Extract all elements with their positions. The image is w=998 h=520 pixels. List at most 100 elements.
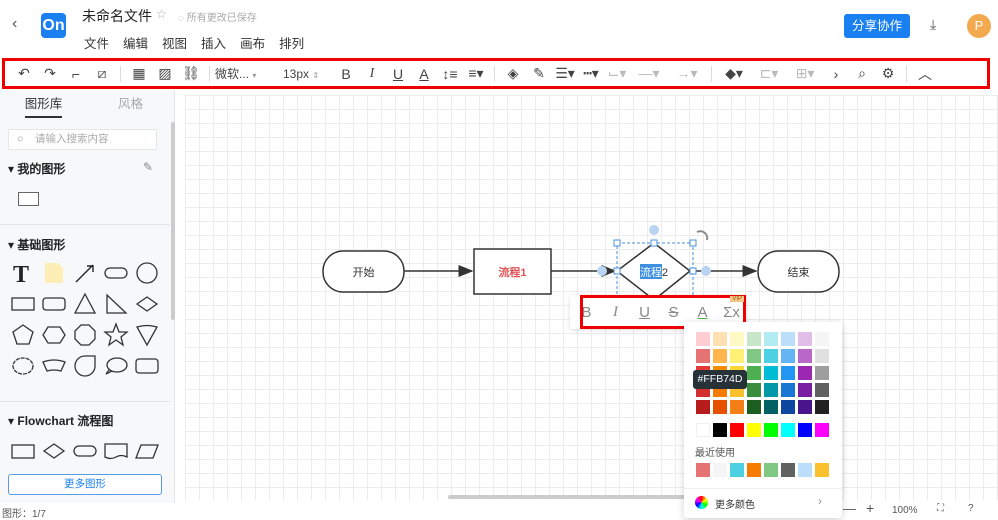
- color-swatch[interactable]: [730, 349, 744, 363]
- color-swatch[interactable]: [781, 400, 795, 414]
- shape-cloud[interactable]: [8, 351, 38, 381]
- color-swatch[interactable]: [815, 366, 829, 380]
- process-box[interactable]: [473, 248, 552, 295]
- line-color-icon[interactable]: ✎: [533, 65, 545, 81]
- font-family-select[interactable]: 微软... ▾: [215, 67, 257, 81]
- shape-card[interactable]: [132, 351, 162, 381]
- color-swatch[interactable]: [730, 423, 744, 437]
- menu-file[interactable]: 文件: [84, 37, 110, 51]
- color-swatch[interactable]: [764, 349, 778, 363]
- shape-diamond[interactable]: [132, 289, 162, 319]
- menu-edit[interactable]: 编辑: [123, 37, 149, 51]
- bold-icon[interactable]: B: [581, 303, 592, 321]
- edit-icon[interactable]: ✎: [143, 160, 154, 174]
- shape-star[interactable]: [101, 320, 131, 350]
- color-swatch[interactable]: [730, 332, 744, 346]
- undo-icon[interactable]: ↶: [18, 65, 30, 81]
- shape-data[interactable]: [132, 436, 162, 466]
- distribute-icon[interactable]: ⊞▾: [795, 65, 815, 81]
- shape-note[interactable]: [39, 258, 69, 288]
- color-swatch[interactable]: [764, 463, 778, 477]
- color-swatch[interactable]: [730, 463, 744, 477]
- color-swatch[interactable]: [764, 332, 778, 346]
- share-button[interactable]: 分享协作: [844, 14, 910, 38]
- align-shapes-icon[interactable]: ⊏▾: [759, 65, 779, 81]
- color-swatch[interactable]: [798, 366, 812, 380]
- color-swatch[interactable]: [798, 463, 812, 477]
- align-icon[interactable]: ≡▾: [468, 65, 484, 81]
- image-icon[interactable]: ▨: [158, 65, 172, 81]
- shape-banner[interactable]: [39, 351, 69, 381]
- shape-speech[interactable]: [101, 351, 131, 381]
- rotate-icon[interactable]: [696, 230, 709, 241]
- shape-inverted-triangle[interactable]: [132, 320, 162, 350]
- font-color-icon[interactable]: A: [697, 303, 708, 321]
- italic-icon[interactable]: I: [613, 303, 618, 320]
- line-height-icon[interactable]: ↕≡: [442, 65, 458, 82]
- menu-arrange[interactable]: 排列: [279, 37, 305, 51]
- grid-icon[interactable]: ▦: [132, 65, 146, 81]
- bold-icon[interactable]: B: [341, 65, 351, 82]
- color-swatch[interactable]: [764, 366, 778, 380]
- help-icon[interactable]: ?: [968, 503, 974, 514]
- line-type-icon[interactable]: —▾: [638, 65, 660, 81]
- color-swatch[interactable]: [781, 366, 795, 380]
- color-swatch[interactable]: [696, 400, 710, 414]
- star-icon[interactable]: ☆: [156, 7, 167, 21]
- color-swatch[interactable]: [798, 349, 812, 363]
- italic-icon[interactable]: I: [369, 65, 375, 81]
- find-icon[interactable]: ⌕: [858, 65, 866, 81]
- color-swatch[interactable]: [781, 332, 795, 346]
- add-handle-right[interactable]: [701, 266, 711, 276]
- color-swatch[interactable]: [781, 423, 795, 437]
- line-width-icon[interactable]: ☰▾: [555, 65, 575, 81]
- color-swatch[interactable]: [713, 463, 727, 477]
- shape-right-triangle[interactable]: [101, 289, 131, 319]
- color-swatch[interactable]: [696, 423, 710, 437]
- color-swatch[interactable]: [747, 400, 761, 414]
- start-terminator[interactable]: [322, 250, 405, 293]
- fill-icon[interactable]: ◈: [507, 65, 519, 81]
- shape-terminator[interactable]: [70, 436, 100, 466]
- color-swatch[interactable]: [781, 463, 795, 477]
- more-colors-button[interactable]: 更多颜色: [715, 500, 755, 511]
- zoom-in-icon[interactable]: +: [866, 500, 875, 516]
- shape-arrow[interactable]: [70, 258, 100, 288]
- shape-octagon[interactable]: [70, 320, 100, 350]
- link-icon[interactable]: ⛓: [182, 65, 200, 81]
- font-size-select[interactable]: 13px ⇕: [283, 66, 320, 81]
- shape-hexagon[interactable]: [39, 320, 69, 350]
- shape-process[interactable]: [8, 436, 38, 466]
- color-swatch[interactable]: [747, 332, 761, 346]
- color-swatch[interactable]: [747, 423, 761, 437]
- line-style-icon[interactable]: ┅▾: [583, 65, 599, 81]
- shape-search-input[interactable]: ○请输入搜索内容: [8, 129, 157, 150]
- underline-icon[interactable]: U: [639, 303, 650, 321]
- color-swatch[interactable]: [713, 400, 727, 414]
- connector-icon[interactable]: ⌙▾: [607, 65, 627, 81]
- shape-triangle[interactable]: [70, 289, 100, 319]
- settings-icon[interactable]: ⚙: [881, 65, 895, 81]
- menu-insert[interactable]: 插入: [201, 37, 227, 51]
- color-swatch[interactable]: [764, 400, 778, 414]
- shape-round-rect[interactable]: [39, 289, 69, 319]
- color-swatch[interactable]: [696, 332, 710, 346]
- zoom-level[interactable]: 100%: [892, 505, 918, 516]
- shape-drop[interactable]: [70, 351, 100, 381]
- shape-document[interactable]: [101, 436, 131, 466]
- color-swatch[interactable]: [798, 400, 812, 414]
- color-swatch[interactable]: [696, 349, 710, 363]
- color-swatch[interactable]: [764, 383, 778, 397]
- color-swatch[interactable]: [747, 366, 761, 380]
- format-painter-icon[interactable]: ⌐: [71, 65, 81, 82]
- color-swatch[interactable]: [730, 400, 744, 414]
- section-basic-shapes[interactable]: ▾ 基础图形: [8, 238, 66, 252]
- shape-rectangle[interactable]: [18, 192, 39, 206]
- sidebar-scrollbar[interactable]: [171, 122, 175, 320]
- tab-style[interactable]: 风格: [117, 97, 143, 111]
- color-swatch[interactable]: [747, 383, 761, 397]
- document-title[interactable]: 未命名文件: [82, 8, 152, 24]
- color-swatch[interactable]: [713, 349, 727, 363]
- menu-canvas[interactable]: 画布: [240, 37, 266, 51]
- shape-decision[interactable]: [39, 436, 69, 466]
